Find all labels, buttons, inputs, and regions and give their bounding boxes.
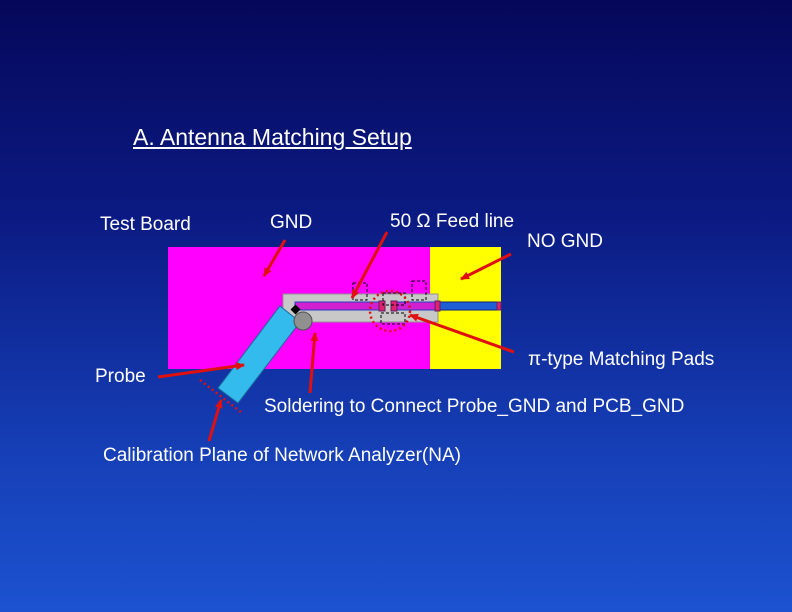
- soldering-label: Soldering to Connect Probe_GND and PCB_G…: [264, 396, 685, 417]
- matching-pad-2: [390, 300, 398, 312]
- test-board-label: Test Board: [100, 214, 191, 235]
- shunt-pad-outline-2: [411, 280, 427, 301]
- probe-arrow: [157, 362, 245, 379]
- matching-pads-arrow: [409, 313, 515, 354]
- matching-pads-label: π-type Matching Pads: [528, 349, 715, 370]
- matching-pad-4: [496, 301, 502, 311]
- probe-body: [217, 305, 301, 404]
- slide-title: A. Antenna Matching Setup: [133, 124, 412, 150]
- feed-line-mid: [396, 301, 436, 311]
- matching-pad-3: [434, 300, 441, 312]
- feed-line-label: 50 Ω Feed line: [390, 211, 515, 232]
- calibration-label: Calibration Plane of Network Analyzer(NA…: [103, 445, 461, 466]
- matching-pads-highlight: [368, 289, 412, 333]
- calibration-plane-line: [199, 379, 243, 414]
- soldering-arrow: [308, 332, 319, 394]
- feed-line-right: [436, 301, 498, 311]
- probe-tip: [290, 304, 301, 315]
- probe-label: Probe: [95, 366, 146, 387]
- gnd-arrow: [262, 239, 287, 277]
- matching-pad-1: [378, 300, 386, 312]
- feed-line-arrow: [350, 231, 389, 299]
- feed-line-left: [294, 301, 380, 311]
- calibration-arrow: [207, 399, 223, 442]
- shunt-pad-outline-4: [380, 312, 406, 325]
- no-gnd-arrow: [460, 252, 512, 281]
- gnd-label: GND: [270, 212, 313, 233]
- solder-joint: [293, 311, 313, 331]
- no-gnd-label: NO GND: [527, 231, 603, 252]
